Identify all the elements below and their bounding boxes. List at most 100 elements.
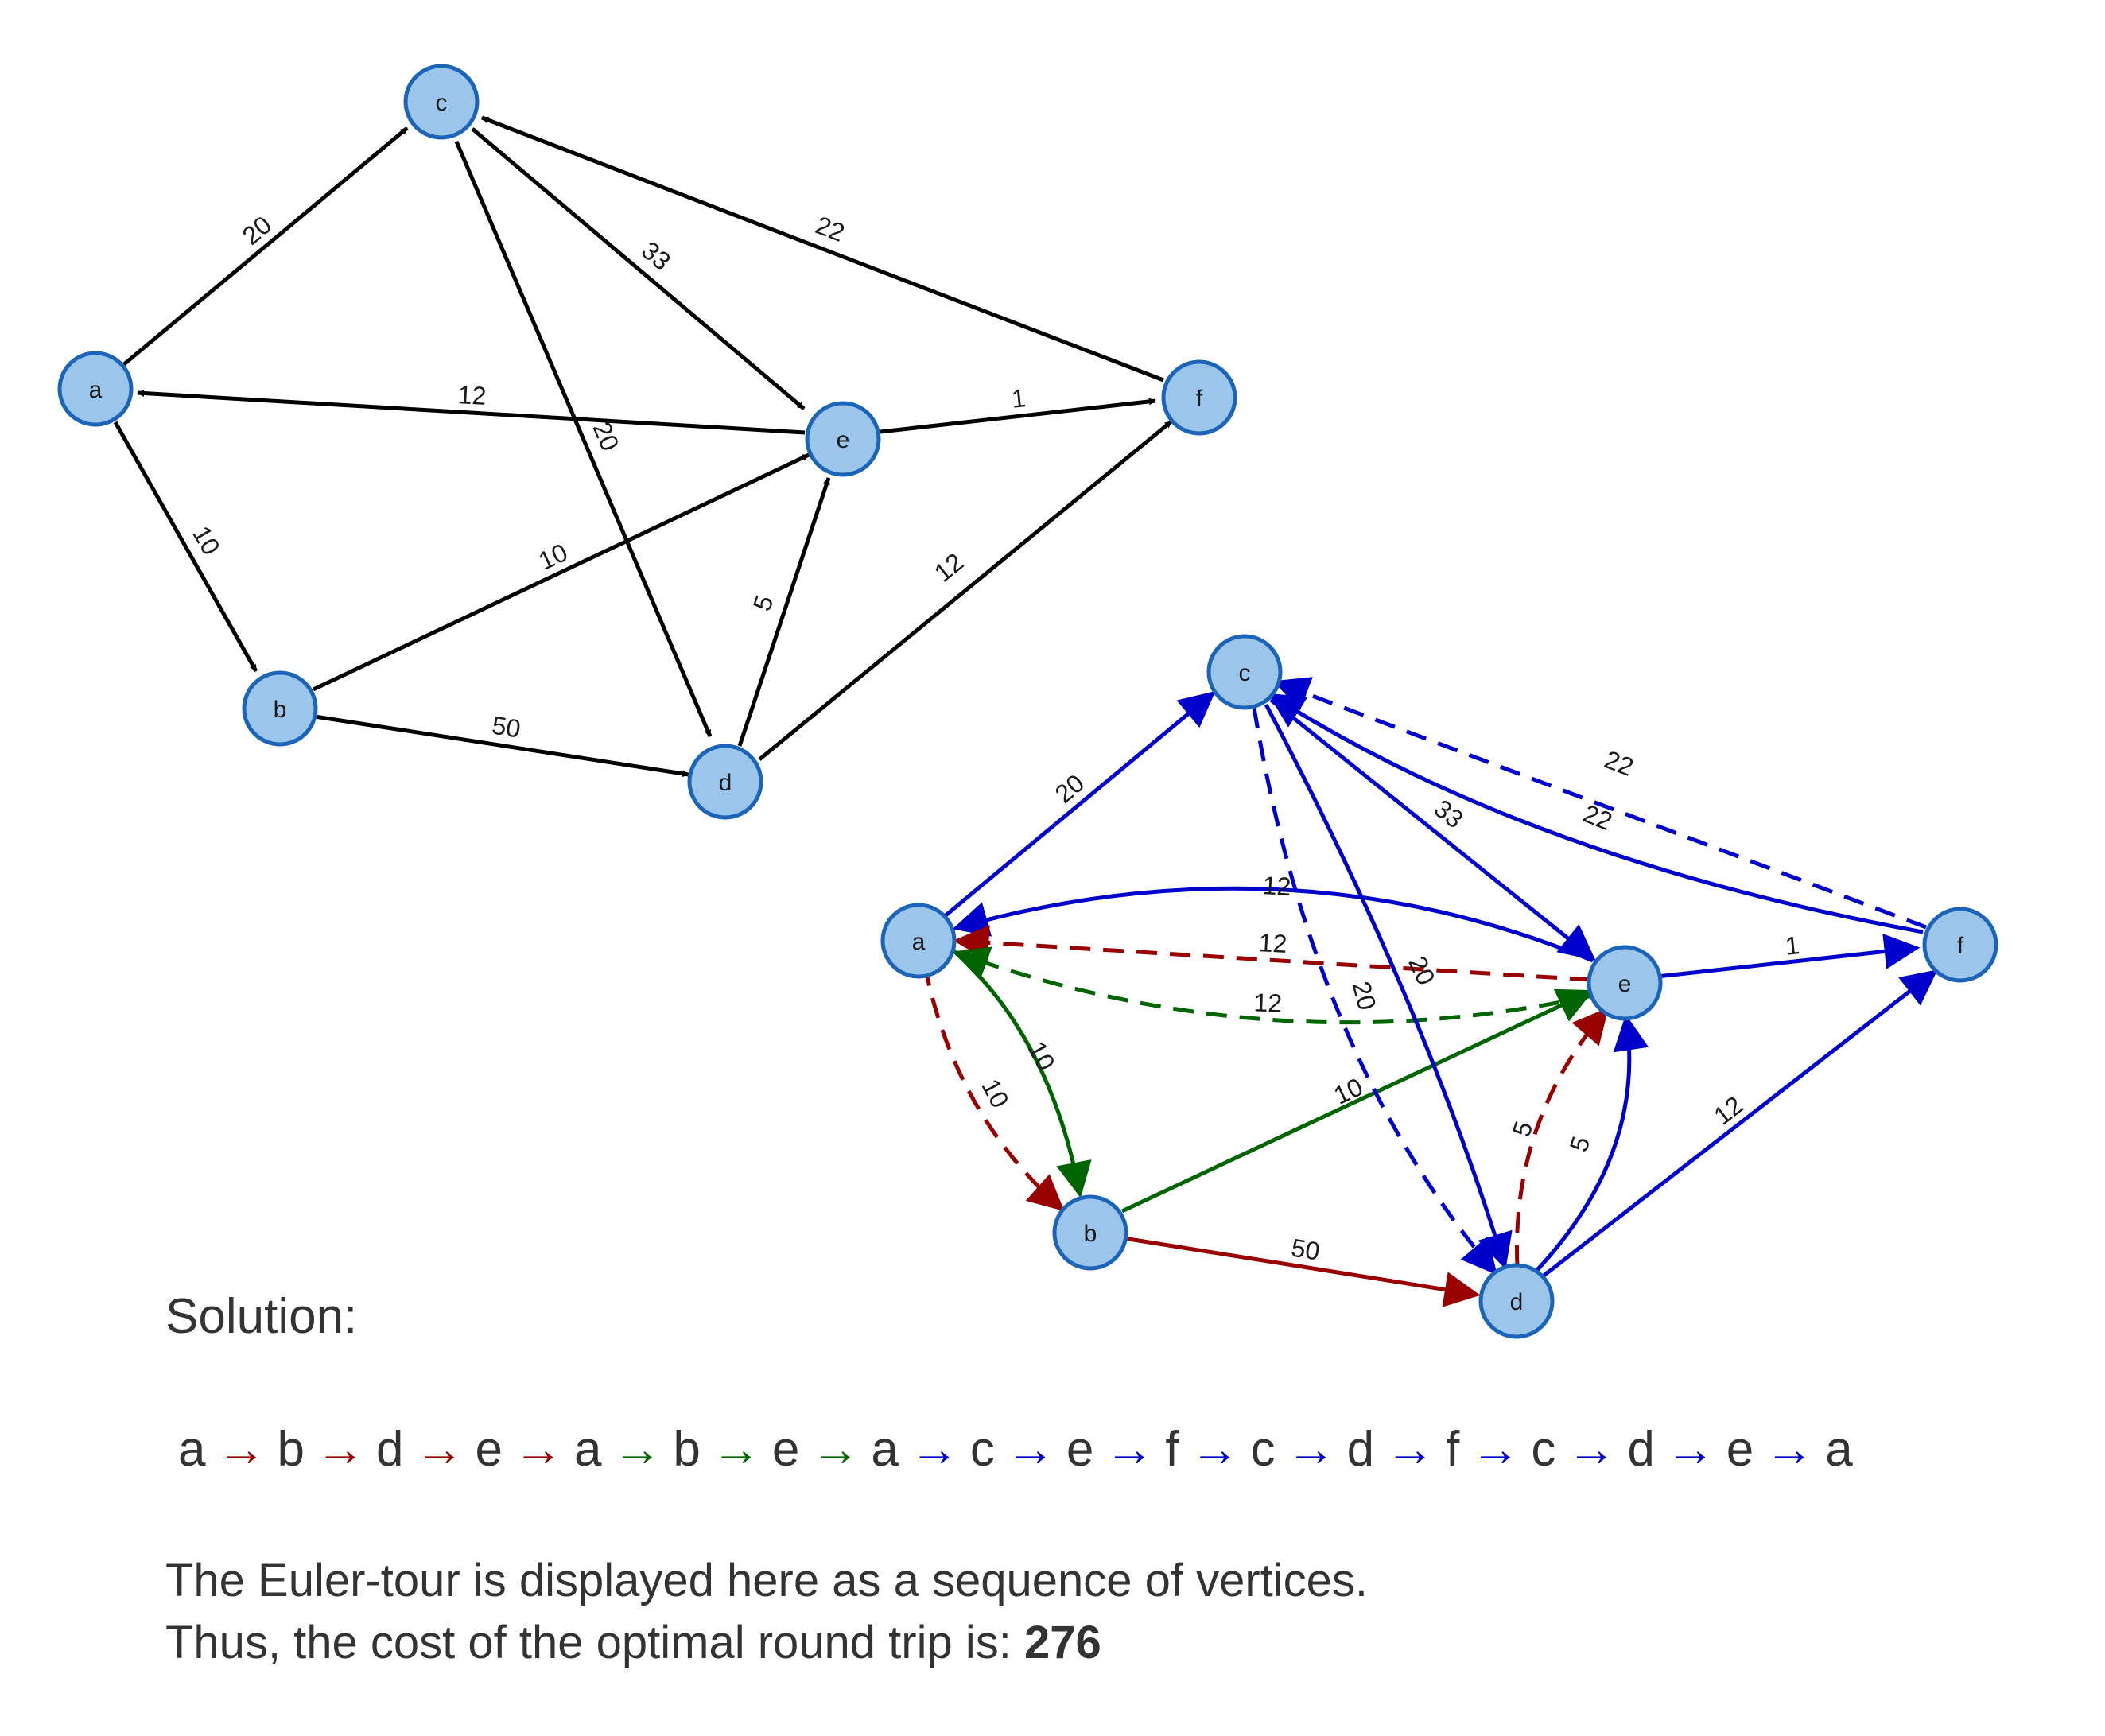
svg-text:c: c	[1239, 660, 1251, 686]
sequence-arrow-blue: →	[1567, 1422, 1617, 1477]
sequence-vertex: c	[1250, 1422, 1276, 1477]
edge-e-a	[137, 389, 806, 435]
svg-text:b: b	[274, 697, 287, 723]
edge-d-e-blue	[1535, 1014, 1649, 1272]
edges	[113, 115, 1173, 778]
sequence-arrow-blue: →	[1105, 1422, 1155, 1477]
edge-label-d-e-red: 5	[1507, 1118, 1539, 1140]
edge-label-b-d: 50	[490, 711, 522, 744]
svg-text:e: e	[1618, 971, 1632, 997]
edge-b-d	[1123, 1236, 1481, 1307]
sequence-vertex: c	[969, 1422, 995, 1477]
sequence-arrow-green: →	[810, 1422, 860, 1477]
edge-label-e-a-red: 12	[1258, 928, 1287, 958]
sequence-vertex: f	[1165, 1422, 1179, 1477]
svg-text:d: d	[1510, 1289, 1524, 1315]
edge-label-e-f: 1	[1784, 930, 1800, 961]
sequence-arrow-red: →	[216, 1422, 266, 1477]
nodes: a b c d e f	[880, 634, 1998, 1339]
edge-label-d-f: 12	[929, 547, 969, 587]
sequence-arrow-blue: →	[1005, 1422, 1055, 1477]
sequence-arrow-green: →	[612, 1422, 662, 1477]
sequence-arrow-red: →	[513, 1422, 563, 1477]
edge-e-a-red	[953, 925, 1591, 982]
node-e: e	[805, 401, 881, 477]
edge-b-e	[312, 452, 810, 692]
edge-e-a-green	[952, 946, 1593, 1025]
sequence-arrow-red: →	[414, 1422, 464, 1477]
edge-label-b-e: 10	[1330, 1072, 1367, 1110]
svg-text:e: e	[837, 427, 850, 453]
edge-c-d-solid	[1264, 703, 1513, 1270]
edge-label-e-a-blue: 12	[1262, 871, 1291, 901]
edge-label-f-c: 22	[812, 211, 849, 247]
edge-label-d-e-blue: 5	[1564, 1133, 1596, 1155]
edge-label-a-b: 10	[187, 521, 226, 560]
edge-label-f-c-dashed: 22	[1601, 745, 1637, 782]
edge-label-e-f: 1	[1010, 383, 1027, 414]
edge-c-e	[1269, 698, 1596, 961]
edge-c-e	[471, 127, 806, 410]
sequence-vertex: b	[673, 1422, 701, 1477]
edge-d-e	[737, 477, 831, 747]
nodes: a b c d e f	[57, 64, 1237, 820]
graph-euler-tour: 20 10 10 50 10 5 5 12 12 12 33 20 20 1 2…	[880, 634, 1998, 1339]
edge-f-c-dashed	[1272, 677, 1927, 930]
edge-label-c-e: 33	[1429, 794, 1469, 833]
sequence-vertex: d	[1346, 1422, 1375, 1477]
sequence-arrow-blue: →	[1286, 1422, 1336, 1477]
explanation: The Euler-tour is displayed here as a se…	[165, 1550, 2090, 1674]
edge-a-c	[943, 691, 1216, 918]
node-e: e	[1587, 945, 1663, 1021]
node-d: d	[1478, 1263, 1555, 1339]
edge-label-d-e: 5	[748, 592, 779, 615]
svg-text:a: a	[89, 377, 103, 403]
sequence-arrow-blue: →	[1470, 1422, 1520, 1477]
sequence-vertex: d	[375, 1422, 404, 1477]
sequence-vertex: c	[1531, 1422, 1556, 1477]
solution-title: Solution:	[165, 1289, 358, 1344]
edge-label-e-a-green: 12	[1253, 988, 1283, 1017]
edge-label-c-d-dashed: 20	[1347, 978, 1382, 1013]
edge-a-b-red	[922, 965, 1065, 1211]
graph-original: 20 10 33 20 22 12 1 10 50 5 12 a b c d e…	[57, 64, 1237, 820]
sequence-vertex: a	[178, 1422, 206, 1477]
edge-f-c	[481, 115, 1164, 383]
node-f: f	[1161, 359, 1237, 436]
edge-label-f-c-solid: 22	[1579, 798, 1616, 836]
sequence-vertex: f	[1446, 1422, 1460, 1477]
edge-labels: 20 10 10 50 10 5 5 12 12 12 33 20 20 1 2…	[976, 745, 1800, 1266]
solution-block: Solution: a→b→d→e→a→b→e→a→c→e→f→c→d→f→c→…	[165, 1292, 2090, 1674]
edge-labels: 20 10 33 20 22 12 1 10 50 5 12	[187, 210, 1027, 743]
edge-label-c-d-solid: 20	[1403, 952, 1441, 989]
sequence-arrow-green: →	[711, 1422, 761, 1477]
edge-f-c-solid	[1268, 693, 1924, 934]
sequence-arrow-blue: →	[1385, 1422, 1435, 1477]
cost-value: 276	[1023, 1617, 1101, 1668]
edge-e-f	[880, 398, 1156, 434]
svg-text:f: f	[1957, 933, 1964, 959]
sequence-vertex: a	[1825, 1422, 1853, 1477]
sequence-vertex: d	[1627, 1422, 1655, 1477]
svg-text:d: d	[719, 770, 732, 796]
sequence-vertex: e	[1726, 1422, 1754, 1477]
node-c: c	[403, 64, 480, 140]
node-f: f	[1922, 907, 1998, 983]
sequence-arrow-red: →	[315, 1422, 365, 1477]
sequence-vertex: e	[1066, 1422, 1094, 1477]
edge-b-e	[1120, 988, 1594, 1214]
sequence-vertex: b	[277, 1422, 305, 1477]
edge-label-b-d: 50	[1289, 1233, 1322, 1266]
edge-label-e-a: 12	[457, 380, 487, 410]
sequence-arrow-blue: →	[1765, 1422, 1815, 1477]
edge-label-d-f: 12	[1708, 1090, 1748, 1130]
sequence-vertex: a	[573, 1422, 602, 1477]
svg-text:c: c	[436, 90, 448, 116]
euler-tour-sequence: a→b→d→e→a→b→e→a→c→e→f→c→d→f→c→d→e→a	[178, 1425, 2090, 1474]
cost-prefix: Thus, the cost of the optimal round trip…	[165, 1617, 1024, 1668]
sequence-vertex: a	[871, 1422, 899, 1477]
sequence-arrow-blue: →	[1190, 1422, 1240, 1477]
node-d: d	[687, 744, 763, 820]
edge-label-a-b-red: 10	[976, 1074, 1014, 1113]
